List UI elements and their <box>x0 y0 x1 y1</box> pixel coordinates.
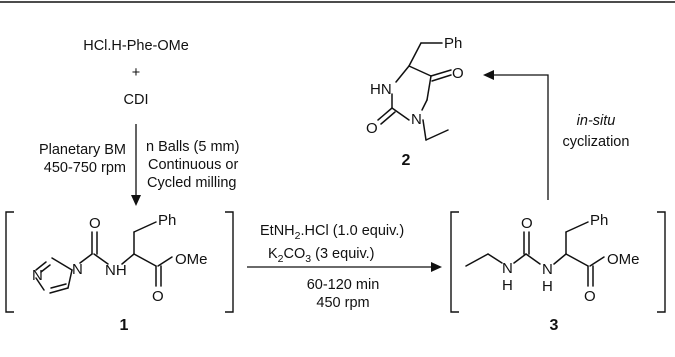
compound-label-3: 3 <box>550 317 559 334</box>
atom-o-c4-2: O <box>452 65 464 82</box>
atom-o-ester-3: O <box>584 288 596 305</box>
down-arrow-head <box>131 195 141 206</box>
cyclization-label-2: cyclization <box>563 134 630 150</box>
compound-label-1: 1 <box>120 317 129 334</box>
bracket-right-3 <box>657 211 666 313</box>
plus-sign: + <box>132 65 140 81</box>
cyclization-label-1: in-situ <box>577 113 616 129</box>
compound-label-2: 2 <box>402 152 411 169</box>
atom-n-imidazole: N <box>32 267 43 284</box>
reactant-cdi: CDI <box>124 92 149 108</box>
compound-1-structure <box>35 221 173 294</box>
milling-machine: Planetary BM <box>39 142 126 158</box>
compound-2-structure <box>377 42 452 141</box>
atom-n-ethyl-3: N <box>502 260 513 277</box>
bracket-left-1 <box>5 211 14 313</box>
reagent-amine: EtNH2.HCl (1.0 equiv.) <box>260 223 404 242</box>
atom-nh-1: NH <box>105 262 127 279</box>
atom-n-ring-2: N <box>411 111 422 128</box>
atom-h-alpha-3: H <box>542 278 553 295</box>
reactant-phe-ome: HCl.H-Phe-OMe <box>83 38 189 54</box>
cyclization-arrow-head <box>483 70 494 80</box>
atom-ph-3: Ph <box>590 212 608 229</box>
bracket-right-1 <box>225 211 234 313</box>
atom-ph-2: Ph <box>444 35 462 52</box>
atom-o-ester-1: O <box>152 288 164 305</box>
atom-o-carbonyl-1: O <box>89 215 101 232</box>
atom-ome-1: OMe <box>175 251 208 268</box>
atom-hn-2: HN <box>370 81 392 98</box>
atom-h-ethyl-3: H <box>502 277 513 294</box>
atom-n-alpha-3: N <box>542 261 553 278</box>
atom-o-carbonyl-3: O <box>521 215 533 232</box>
atom-ome-3: OMe <box>607 251 640 268</box>
compound-3-structure <box>465 221 605 287</box>
atom-o-c2-2: O <box>366 120 378 137</box>
milling-speed: 450-750 rpm <box>44 160 126 176</box>
milling-mode-2: Cycled milling <box>147 175 236 191</box>
milling-balls: n Balls (5 mm) <box>146 139 239 155</box>
reagent-base: K2CO3 (3 equiv.) <box>268 246 375 265</box>
atom-n-imidazole-link: N <box>72 261 83 278</box>
atom-ph-1: Ph <box>158 212 176 229</box>
bracket-left-3 <box>450 211 459 313</box>
reaction-time: 60-120 min <box>307 277 380 293</box>
cyclization-arrow-path <box>485 74 549 200</box>
milling-mode-1: Continuous or <box>148 157 238 173</box>
reaction-speed: 450 rpm <box>316 295 369 311</box>
reaction-arrow-head <box>431 262 442 272</box>
